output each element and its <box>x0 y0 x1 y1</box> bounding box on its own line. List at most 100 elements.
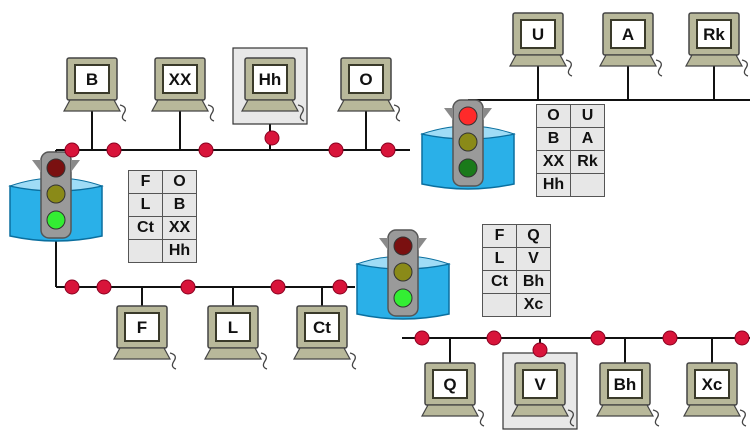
network-node <box>106 142 122 158</box>
monitor-screen <box>520 19 556 49</box>
monitor-screen <box>124 312 160 342</box>
table-cell: Ct <box>482 270 517 294</box>
mouse-cable-icon <box>565 59 573 77</box>
computer-label: A <box>622 25 634 44</box>
monitor-screen <box>432 369 468 399</box>
table-cell <box>128 239 163 263</box>
monitor-screen <box>696 19 732 49</box>
monitor-screen <box>252 64 288 94</box>
computer-label: Bh <box>614 375 637 394</box>
traffic-light-lamp <box>393 262 413 282</box>
network-node <box>486 330 502 346</box>
mouse-cable-icon <box>477 409 485 427</box>
table-cell: O <box>536 104 571 128</box>
traffic-light-visor <box>71 160 80 172</box>
traffic-light-lamp <box>458 158 478 178</box>
computer-label: F <box>137 318 147 337</box>
computer-label: Q <box>443 375 456 394</box>
table-cell: XX <box>536 150 571 174</box>
mouse-cable-icon <box>349 352 357 370</box>
network-node <box>96 279 112 295</box>
mouse-cable-icon <box>260 352 268 370</box>
monitor-screen <box>162 64 198 94</box>
mouse-cable-icon <box>393 104 401 122</box>
table-cell: U <box>570 104 605 128</box>
traffic-light-lamp <box>46 184 66 204</box>
table-cell: B <box>536 127 571 151</box>
computer-base-icon <box>150 99 210 112</box>
table-cell: XX <box>162 216 197 240</box>
network-node <box>64 279 80 295</box>
computer-base-icon <box>336 99 396 112</box>
table-row: Hh <box>128 239 197 263</box>
table-cell: L <box>482 247 517 271</box>
traffic-light-visor <box>444 108 453 120</box>
table-cell: O <box>162 170 197 194</box>
computer-base-icon <box>595 404 655 417</box>
computer-base-icon <box>112 347 172 360</box>
computer-base-icon <box>292 347 352 360</box>
table-cell: V <box>516 247 551 271</box>
network-node <box>328 142 344 158</box>
mouse-cable-icon <box>567 409 575 427</box>
network-node <box>64 142 80 158</box>
mouse-cable-icon <box>652 409 660 427</box>
traffic-light-lamp <box>46 210 66 230</box>
traffic-light-visor <box>379 238 388 250</box>
table-row: Hh <box>536 173 605 197</box>
mouse-cable-icon <box>655 59 663 77</box>
computer-base-icon <box>684 54 744 67</box>
traffic-light-visor <box>418 238 427 250</box>
monitor-screen <box>215 312 251 342</box>
computer-label: B <box>86 70 98 89</box>
computer-base-icon <box>62 99 122 112</box>
monitor-screen <box>74 64 110 94</box>
table-cell: Ct <box>128 216 163 240</box>
monitor-screen <box>610 19 646 49</box>
table-cell: Hh <box>536 173 571 197</box>
computer-base-icon <box>420 404 480 417</box>
traffic-light-lamp <box>458 132 478 152</box>
traffic-light-visor <box>32 160 41 172</box>
monitor-screen <box>348 64 384 94</box>
computer-label: O <box>359 70 372 89</box>
mouse-cable-icon <box>207 104 215 122</box>
monitor-screen <box>694 369 730 399</box>
monitor-screen <box>304 312 340 342</box>
traffic-light-lamp <box>393 288 413 308</box>
mouse-cable-icon <box>119 104 127 122</box>
computer-label: L <box>228 318 238 337</box>
mouse-cable-icon <box>297 104 305 122</box>
network-node <box>662 330 678 346</box>
computer-label: Xc <box>702 375 723 394</box>
monitor-screen <box>607 369 643 399</box>
table-cell: B <box>162 193 197 217</box>
network-node <box>180 279 196 295</box>
network-node <box>270 279 286 295</box>
table-cell: Xc <box>516 293 551 317</box>
computer-label: U <box>532 25 544 44</box>
table-cell: L <box>128 193 163 217</box>
computer-base-icon <box>510 404 570 417</box>
computer-base-icon <box>240 99 300 112</box>
traffic-light-lamp <box>458 106 478 126</box>
table-cell: Hh <box>162 239 197 263</box>
table-cell: A <box>570 127 605 151</box>
computer-label: Hh <box>259 70 282 89</box>
table-row: Xc <box>482 293 551 317</box>
table-cell <box>570 173 605 197</box>
traffic-light-visor <box>483 108 492 120</box>
network-node <box>734 330 750 346</box>
computer-label: Ct <box>313 318 331 337</box>
computer-base-icon <box>508 54 568 67</box>
table-cell: Q <box>516 224 551 248</box>
mouse-cable-icon <box>739 409 747 427</box>
